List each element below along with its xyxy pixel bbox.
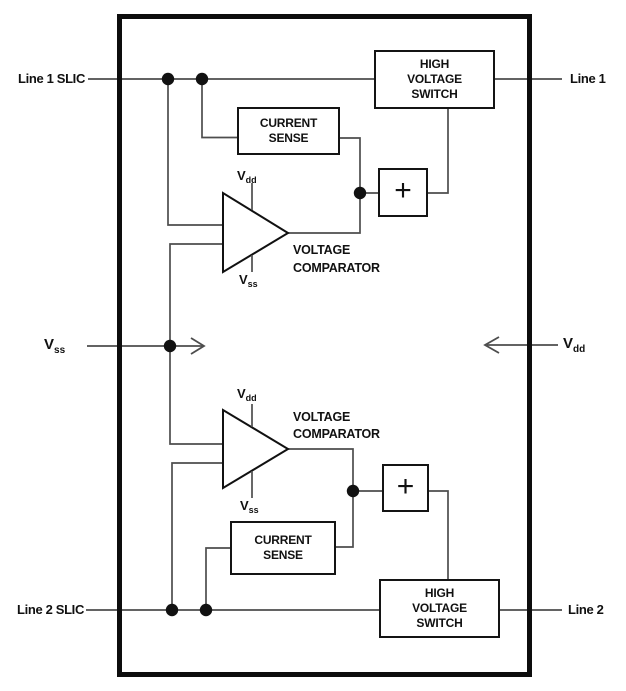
vss-arrowhead-icon [190,337,206,355]
comp2-output-wire [288,448,354,491]
cs2-line1: CURRENT [254,533,312,547]
cs1-output-wire [340,137,361,193]
junction-dot-sum2 [346,484,360,498]
ic-boundary-frame [117,14,532,677]
junction-dot-vss [163,339,177,353]
vss-sub: ss [54,345,66,356]
vdd-sub: dd [573,344,586,355]
comp2-vdd-label: Vdd [237,386,257,404]
comp1-upper-input-wire [167,79,223,226]
comparator-1-caption: VOLTAGE COMPARATOR [293,241,380,277]
summing-node-2-box: + [382,464,429,512]
junction-dot-line2-b [199,603,213,617]
plus-sign: + [396,469,415,503]
comp1-vdd-label: Vdd [237,168,257,186]
high-voltage-switch-2-box: HIGH VOLTAGE SWITCH [379,579,500,638]
hvs1-line3: SWITCH [411,87,458,101]
sum1-to-hvs1-wire [427,109,449,194]
line2-slic-label: Line 2 SLIC [17,602,84,617]
comp1-vss-label: Vss [239,272,258,290]
sum2-to-hvs2-wire [428,490,449,579]
line1-label: Line 1 [570,71,606,86]
comparator-2-symbol [222,408,290,490]
comp1-output-wire [288,193,361,234]
vdd-base: V [563,335,574,352]
cs1-input-wire [201,79,237,139]
comp2-vss-sub: ss [248,505,259,515]
hvs1-line1: HIGH [419,57,450,71]
line2-label: Line 2 [568,602,604,617]
plus-sign: + [394,174,412,207]
comp1-vdd-sub: dd [245,175,257,185]
vss-distribution-wire [169,243,223,445]
line1-slic-label: Line 1 SLIC [18,71,85,86]
vss-base: V [44,336,55,353]
cs2-input-wire [205,547,230,610]
comp1-vss-sub: ss [247,279,258,289]
comp1-caption-line1: VOLTAGE [293,243,351,257]
junction-dot-line1-a [161,72,175,86]
cs2-output-wire [335,491,354,548]
current-sense-2-box: CURRENT SENSE [230,521,336,575]
comparator-2-caption: VOLTAGE COMPARATOR [293,409,380,443]
hvs2-line3: SWITCH [416,616,463,630]
junction-dot-line1-b [195,72,209,86]
comp2-vdd-sub: dd [245,393,257,403]
cs1-line1: CURRENT [259,116,318,130]
summing-node-1-box: + [378,168,428,217]
hvs1-line2: VOLTAGE [407,72,462,86]
comp2-vss-base: V [240,498,249,513]
cs2-line2: SENSE [263,548,303,562]
comp2-caption-line2: COMPARATOR [293,427,380,441]
cs1-line2: SENSE [268,131,309,145]
vdd-arrowhead-icon [483,336,500,354]
comp2-vss-label: Vss [240,498,259,516]
junction-dot-line2-a [165,603,179,617]
comp1-vss-base: V [239,272,248,287]
vss-supply-label: Vss [44,336,65,357]
comp1-vdd-base: V [237,168,246,183]
comp1-caption-line2: COMPARATOR [293,261,380,275]
current-sense-1-box: CURRENT SENSE [237,107,340,155]
comp2-caption-line1: VOLTAGE [293,410,351,424]
comp2-vdd-base: V [237,386,246,401]
hvs2-line2: VOLTAGE [412,601,467,615]
high-voltage-switch-1-box: HIGH VOLTAGE SWITCH [374,50,495,109]
hvs2-line1: HIGH [424,586,455,600]
comp2-lower-input-wire [171,462,223,610]
comparator-1-symbol [222,191,290,274]
vdd-supply-label: Vdd [563,335,585,356]
junction-dot-sum1 [353,186,367,200]
